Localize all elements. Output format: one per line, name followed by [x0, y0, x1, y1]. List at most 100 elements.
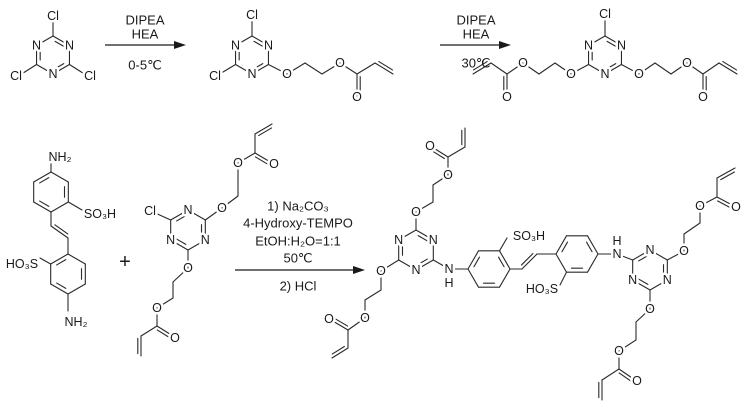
double-bond-line	[618, 372, 632, 382]
double-bond-line	[561, 241, 569, 253]
bond	[33, 171, 52, 183]
reagent-dipea: DIPEA	[456, 13, 495, 28]
double-bond-line	[176, 215, 187, 222]
atom-label-h: H	[612, 234, 621, 248]
reagent-hcl: 2) HCl	[280, 279, 317, 294]
bond	[330, 319, 349, 331]
bond	[601, 368, 620, 381]
bond	[68, 63, 87, 76]
atom-label-n: N	[264, 39, 273, 53]
atom-label-o: O	[217, 201, 227, 215]
bond	[618, 339, 637, 352]
bond	[472, 62, 492, 75]
double-bond-line	[39, 200, 50, 207]
atom-label-o: O	[183, 261, 193, 275]
bond	[570, 63, 590, 75]
atom-label-o: O	[695, 199, 705, 213]
bond	[620, 63, 640, 75]
bond	[415, 259, 434, 271]
atom-label-o: O	[518, 56, 528, 70]
arrow-head-icon	[174, 41, 186, 49]
bond	[156, 297, 174, 309]
bond	[170, 239, 189, 251]
atom-label-o: O	[170, 331, 180, 345]
bond	[50, 171, 69, 183]
atom-label-n: N	[584, 39, 593, 53]
atom-label-o: O	[679, 244, 689, 258]
bond	[467, 250, 480, 270]
bond	[649, 249, 668, 261]
bond	[586, 235, 599, 255]
bond	[632, 279, 651, 291]
arrow-step3: 1) Na₂CO₃ 4-Hydroxy-TEMPO EtOH:H₂O=1:1 5…	[235, 199, 365, 294]
double-bond-line	[638, 255, 649, 262]
arrow-head-icon	[499, 41, 511, 49]
atom-label-n: N	[231, 39, 240, 53]
bond	[50, 283, 69, 295]
atom-label-ho3s: HO₃S	[526, 282, 558, 296]
atom-label-o: O	[269, 157, 279, 171]
bond	[718, 62, 738, 75]
double-bond-line	[39, 177, 50, 184]
double-bond-line	[253, 63, 264, 70]
bond	[699, 196, 718, 207]
bond	[447, 146, 466, 158]
atom-label-o: O	[645, 302, 655, 316]
reagent-hydroxy-tempo: 4-Hydroxy-TEMPO	[243, 216, 353, 231]
bond	[52, 35, 71, 47]
double-bond-line	[258, 127, 273, 137]
double-bond-line	[716, 200, 732, 209]
atom-label-n: N	[201, 233, 210, 247]
atom-label-n: N	[600, 67, 609, 81]
bond	[267, 63, 288, 75]
atom-label-o: O	[632, 374, 642, 388]
atom-label-n: N	[166, 233, 175, 247]
bond	[67, 283, 86, 295]
bond	[331, 347, 349, 359]
double-bond-line	[497, 256, 505, 268]
bond	[490, 62, 508, 75]
bond	[683, 222, 701, 235]
bond	[251, 63, 270, 75]
bond	[467, 268, 480, 288]
bond	[555, 253, 568, 273]
condition-temperature: 50℃	[283, 251, 312, 266]
bonds	[19, 15, 738, 401]
atom-label-so3h: SO₃H	[84, 207, 116, 221]
bond	[35, 63, 54, 75]
bond	[374, 62, 394, 75]
atom-label-n: N	[612, 247, 621, 261]
double-bond-line	[720, 171, 735, 181]
atom-label-cl: Cl	[84, 69, 96, 83]
bond	[50, 253, 69, 265]
atom-label-o: O	[614, 344, 624, 358]
bond	[586, 253, 599, 273]
atom-label-n: N	[645, 243, 654, 257]
atom-label-o: O	[352, 90, 362, 104]
bond	[666, 250, 685, 261]
bond	[587, 63, 606, 75]
bond	[170, 209, 189, 221]
bond	[506, 62, 524, 75]
double-bond-line	[54, 40, 65, 47]
bond	[498, 237, 508, 252]
bond	[35, 35, 54, 47]
bond	[616, 253, 634, 261]
arrow-head-icon	[353, 266, 365, 274]
atom-label-so3h: SO₃H	[513, 229, 545, 243]
bond	[234, 35, 253, 47]
bond	[221, 195, 239, 209]
atom-label-cl: Cl	[209, 69, 221, 83]
bond	[50, 225, 69, 239]
bond	[670, 62, 688, 75]
atom-label-o: O	[698, 90, 708, 104]
bond	[347, 317, 366, 331]
bond	[152, 211, 172, 221]
bond	[254, 152, 273, 164]
solvent-ratio: EtOH:H₂O=1:1	[255, 234, 341, 249]
atom-label-nh2: NH₂	[65, 315, 88, 329]
atom-label-o: O	[376, 264, 386, 278]
plus-sign: +	[119, 251, 131, 273]
bond	[67, 253, 86, 265]
double-bond-line	[585, 241, 593, 253]
